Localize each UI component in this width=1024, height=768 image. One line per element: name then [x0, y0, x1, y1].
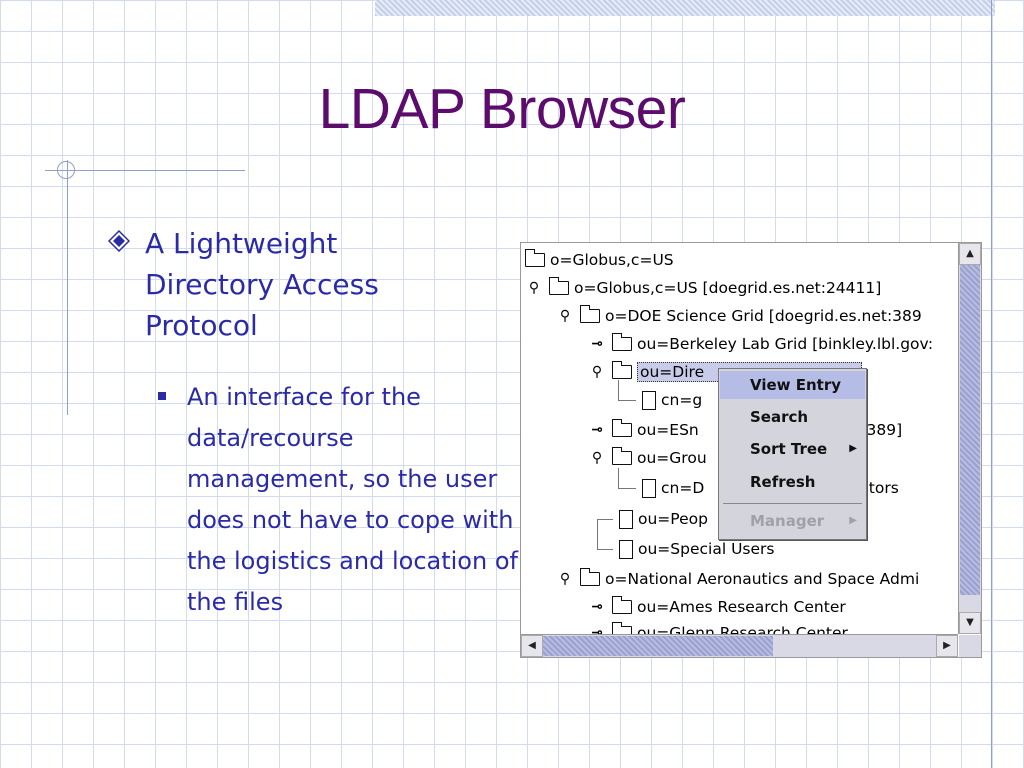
folder-icon [612, 596, 632, 614]
document-icon [619, 539, 633, 559]
menu-item-search[interactable]: Search [750, 408, 809, 426]
tree-row[interactable]: ⚲ ou=Grou [590, 444, 707, 472]
menu-item-refresh[interactable]: Refresh [750, 473, 816, 491]
closed-handle-icon[interactable]: ⊸ [591, 599, 603, 615]
tree-row-label: ou=Peop [638, 510, 708, 528]
tree-row[interactable]: ou=Peop [597, 505, 708, 533]
folder-icon [612, 333, 632, 351]
decorative-right-line [991, 0, 992, 768]
diamond-bullet-icon [108, 230, 130, 252]
folder-icon [612, 447, 632, 465]
tree-row[interactable]: ⊸ ou=Ames Research Center [590, 593, 846, 621]
submenu-arrow-icon: ▶ [849, 443, 857, 454]
scroll-left-icon[interactable]: ◀ [521, 635, 543, 657]
closed-handle-icon[interactable]: ⊸ [591, 422, 603, 438]
scroll-up-icon[interactable]: ▲ [959, 243, 981, 265]
tree-row-label: o=National Aeronautics and Space Admi [605, 570, 920, 588]
document-icon [642, 478, 656, 498]
tree-row-label: ou=Ames Research Center [637, 598, 846, 616]
tree-row[interactable]: o=Globus,c=US [525, 246, 674, 274]
scroll-down-icon[interactable]: ▼ [959, 612, 981, 634]
open-handle-icon[interactable]: ⚲ [559, 308, 571, 324]
tree-row[interactable]: ⚲ o=Globus,c=US [doegrid.es.net:24411] [527, 274, 881, 302]
tree-row[interactable]: ⚲ o=DOE Science Grid [doegrid.es.net:389 [558, 302, 922, 330]
decorative-horizontal-line [45, 170, 245, 171]
tree-row[interactable]: ⊸ ou=Glenn Research Center [590, 619, 848, 634]
tree-row-label: o=Globus,c=US [550, 251, 674, 269]
open-handle-icon[interactable]: ⚲ [591, 364, 603, 380]
tree-row-label: ou=Special Users [638, 540, 775, 558]
bullet-level-1: A Lightweight Directory Access Protocol [145, 227, 379, 342]
folder-icon [612, 361, 632, 379]
tree-row-label: cn=g [661, 391, 703, 409]
square-bullet-icon [158, 392, 166, 400]
folder-icon [612, 622, 632, 634]
bullet-level-2: An interface for the data/recourse manag… [187, 383, 518, 616]
decorative-top-bar [375, 0, 995, 16]
menu-item-view-entry[interactable]: View Entry [720, 371, 865, 399]
folder-icon [525, 249, 545, 267]
vertical-scrollbar[interactable]: ▲ ▼ [958, 243, 981, 634]
open-handle-icon[interactable]: ⚲ [559, 571, 571, 587]
tree-row-label: o=Globus,c=US [doegrid.es.net:24411] [574, 279, 882, 297]
tree-row[interactable]: ⚲ o=National Aeronautics and Space Admi [558, 565, 919, 593]
folder-icon [612, 419, 632, 437]
tree-row-label: o=DOE Science Grid [doegrid.es.net:389 [605, 307, 922, 325]
tree-row-label: ou=Glenn Research Center [637, 624, 848, 634]
closed-handle-icon[interactable]: ⊸ [591, 625, 603, 634]
decorative-left-line [67, 160, 68, 415]
folder-icon [580, 568, 600, 586]
context-menu: View Entry Search Sort Tree ▶ Refresh Ma… [718, 368, 867, 540]
tree-row-label: ou=Berkeley Lab Grid [binkley.lbl.gov: [637, 335, 934, 353]
folder-icon [549, 277, 569, 295]
closed-handle-icon[interactable]: ⊸ [591, 336, 603, 352]
tree-row[interactable]: ou=Special Users [597, 519, 775, 563]
menu-item-sort-tree[interactable]: Sort Tree ▶ [720, 435, 865, 463]
slide-title: LDAP Browser [318, 77, 686, 141]
submenu-arrow-icon: ▶ [849, 515, 857, 526]
open-handle-icon[interactable]: ⚲ [591, 450, 603, 466]
tree-row[interactable]: ⊸ ou=Berkeley Lab Grid [binkley.lbl.gov: [590, 330, 933, 358]
horizontal-scroll-thumb[interactable] [543, 636, 773, 656]
horizontal-scrollbar[interactable]: ◀ ▶ [521, 634, 958, 657]
scroll-right-icon[interactable]: ▶ [936, 635, 958, 657]
folder-icon [580, 305, 600, 323]
tree-row-label: ou=Grou [637, 449, 707, 467]
menu-item-manager: Manager ▶ [720, 507, 865, 535]
scroll-corner [959, 635, 981, 657]
document-icon [619, 509, 633, 529]
tree-row[interactable]: cn=g [618, 380, 703, 414]
document-icon [642, 390, 656, 410]
decorative-circle [57, 161, 75, 179]
open-handle-icon[interactable]: ⚲ [528, 280, 540, 296]
menu-separator [723, 503, 862, 504]
vertical-scroll-thumb[interactable] [960, 265, 980, 595]
